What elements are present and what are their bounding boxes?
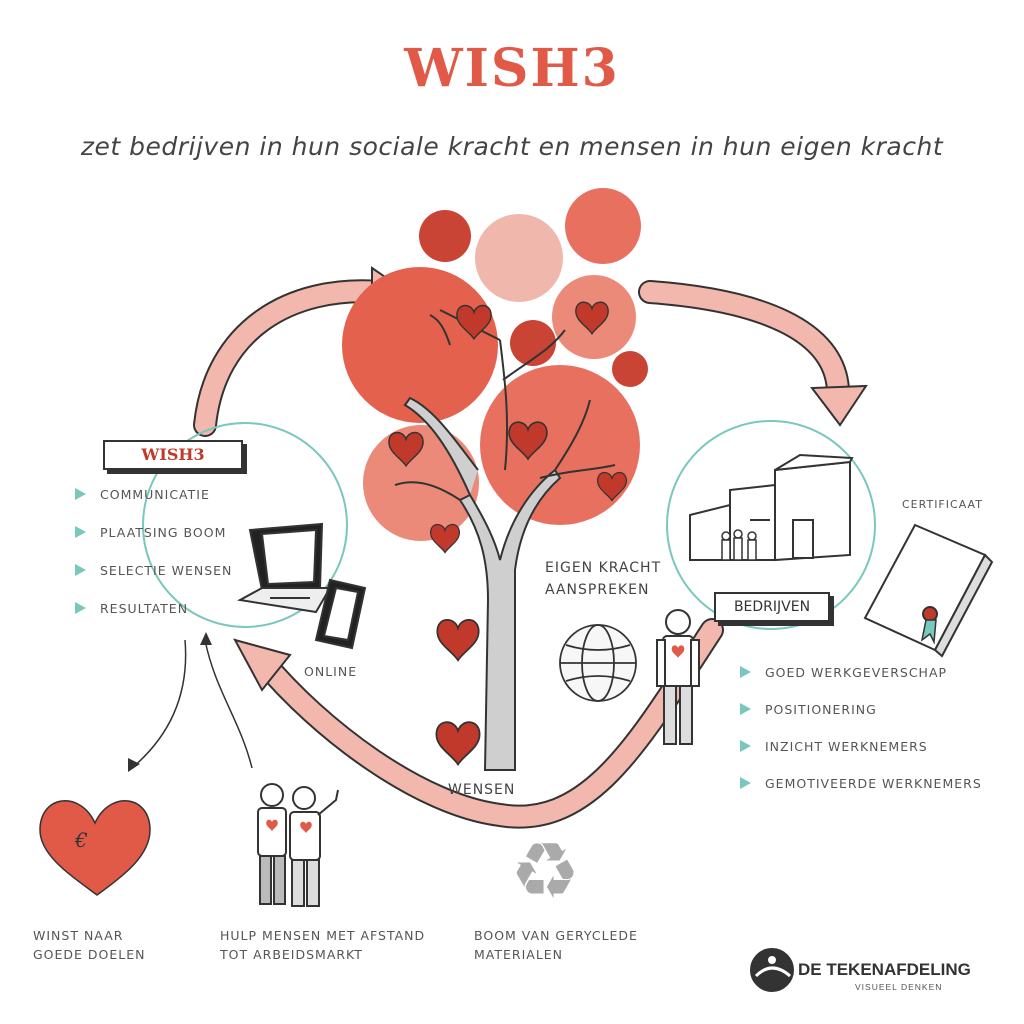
list-item: RESULTATEN bbox=[75, 598, 232, 618]
certificate-icon bbox=[863, 523, 994, 658]
building-icon bbox=[689, 453, 854, 562]
wish3-badge: WISH3 bbox=[103, 440, 243, 470]
winst-label-line2: GOEDE DOELEN bbox=[33, 947, 146, 962]
triangle-bullet-icon bbox=[740, 777, 751, 789]
tekenafdeling-logo-icon bbox=[750, 948, 794, 992]
eigen-kracht-label-line2: AANSPREKEN bbox=[545, 582, 650, 598]
globe-icon bbox=[559, 624, 637, 702]
list-item: PLAATSING BOOM bbox=[75, 522, 232, 542]
list-item-label: POSITIONERING bbox=[765, 701, 877, 717]
boom-label-line2: MATERIALEN bbox=[474, 947, 564, 962]
list-item: COMMUNICATIE bbox=[75, 484, 232, 504]
triangle-bullet-icon bbox=[740, 703, 751, 715]
bedrijven-teal-circle bbox=[666, 420, 876, 630]
arrow-from-hulp bbox=[204, 639, 253, 769]
tablet-icon bbox=[314, 578, 367, 650]
wish3-list: COMMUNICATIE PLAATSING BOOM SELECTIE WEN… bbox=[75, 484, 232, 618]
triangle-bullet-icon bbox=[75, 488, 86, 500]
hulp-label-line1: HULP MENSEN MET AFSTAND bbox=[220, 928, 426, 943]
wish3-teal-circle bbox=[142, 422, 348, 628]
certificate-label: CERTIFICAAT bbox=[902, 498, 983, 511]
two-people-icon bbox=[257, 783, 339, 907]
logo-tagline: VISUEEL DENKEN bbox=[855, 982, 943, 992]
list-item: GEMOTIVEERDE WERKNEMERS bbox=[740, 773, 982, 793]
triangle-bullet-icon bbox=[740, 666, 751, 678]
list-item: INZICHT WERKNEMERS bbox=[740, 736, 982, 756]
bedrijven-badge: BEDRIJVEN bbox=[714, 592, 830, 622]
recycle-icon: ♻ bbox=[510, 827, 580, 917]
online-label: ONLINE bbox=[304, 664, 358, 679]
hulp-label-line2: TOT ARBEIDSMARKT bbox=[220, 947, 363, 962]
person-icon bbox=[656, 609, 700, 745]
list-item-label: SELECTIE WENSEN bbox=[100, 562, 233, 578]
euro-symbol: € bbox=[75, 828, 88, 852]
list-item-label: INZICHT WERKNEMERS bbox=[765, 738, 928, 754]
tree bbox=[394, 309, 616, 771]
list-item-label: RESULTATEN bbox=[100, 600, 189, 616]
logo-name: DE TEKENAFDELING bbox=[798, 960, 971, 979]
cycle-arrow-right-head bbox=[810, 384, 868, 427]
list-item: SELECTIE WENSEN bbox=[75, 560, 232, 580]
list-item: GOED WERKGEVERSCHAP bbox=[740, 662, 982, 682]
page-title: WISH3 bbox=[404, 38, 620, 99]
arrow-to-winst bbox=[131, 639, 187, 769]
winst-label-line1: WINST NAAR bbox=[33, 928, 124, 943]
eigen-kracht-label-line1: EIGEN KRACHT bbox=[545, 560, 662, 576]
triangle-bullet-icon bbox=[740, 740, 751, 752]
laptop-icon bbox=[236, 522, 332, 614]
list-item-label: COMMUNICATIE bbox=[100, 486, 210, 502]
triangle-bullet-icon bbox=[75, 564, 86, 576]
page-subtitle: zet bedrijven in hun sociale kracht en m… bbox=[80, 132, 944, 161]
wensen-label: WENSEN bbox=[448, 782, 516, 798]
euro-heart-icon bbox=[39, 800, 151, 896]
list-item-label: GOED WERKGEVERSCHAP bbox=[765, 664, 948, 680]
list-item-label: GEMOTIVEERDE WERKNEMERS bbox=[765, 775, 982, 791]
triangle-bullet-icon bbox=[75, 602, 86, 614]
canopy-big-left bbox=[342, 267, 498, 423]
people-group-icon bbox=[721, 529, 757, 561]
heart-loop-arrow-head bbox=[233, 638, 292, 692]
canopy-big-right bbox=[480, 365, 640, 525]
bedrijven-list: GOED WERKGEVERSCHAP POSITIONERING INZICH… bbox=[740, 662, 982, 793]
triangle-bullet-icon bbox=[75, 526, 86, 538]
list-item: POSITIONERING bbox=[740, 699, 982, 719]
list-item-label: PLAATSING BOOM bbox=[100, 524, 227, 540]
boom-label-line1: BOOM VAN GERYCLEDE bbox=[474, 928, 638, 943]
